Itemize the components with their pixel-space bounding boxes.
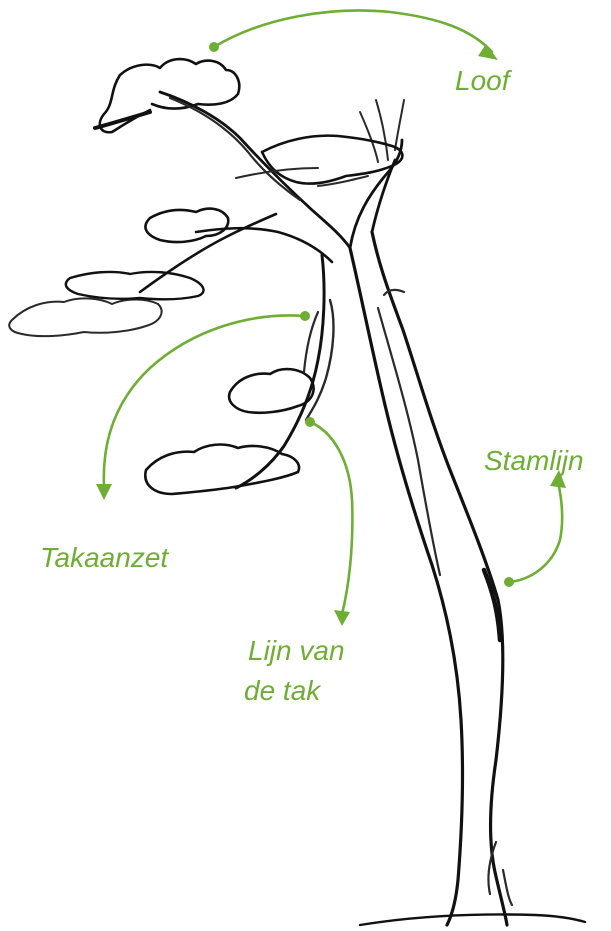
foliage-pad-lower [145,445,299,494]
label-foliage: Loof [455,65,513,96]
label-branch-start: Takaanzet [40,542,169,573]
branch-lower-2 [306,300,333,420]
branch-top-2 [170,98,300,200]
arrowhead-icon [334,610,350,626]
ground-line [360,914,585,925]
label-branch-line-2: de tak [244,675,322,706]
annotation-arrow-branch-line [310,422,352,614]
apex-twig [360,100,404,162]
foliage-pad-left-inner [66,272,204,299]
branch-left [140,214,276,292]
foliage-pad-lower-mid [229,369,313,413]
annotation-arrow-foliage [214,10,492,52]
annotation-arrow-branch-start [104,315,305,486]
foliage-pad-mid-left [145,209,228,242]
foliage-pad-left [9,298,161,336]
label-branch-line-1: Lijn van [248,635,345,666]
annotation-arrow-trunk [509,482,562,582]
foliage-pad-upper-right [262,136,402,184]
arrowhead-icon [96,484,112,500]
branch-lower [236,255,324,488]
trunk-left-contour [350,248,462,925]
label-trunk-line: Stamlijn [484,445,584,476]
